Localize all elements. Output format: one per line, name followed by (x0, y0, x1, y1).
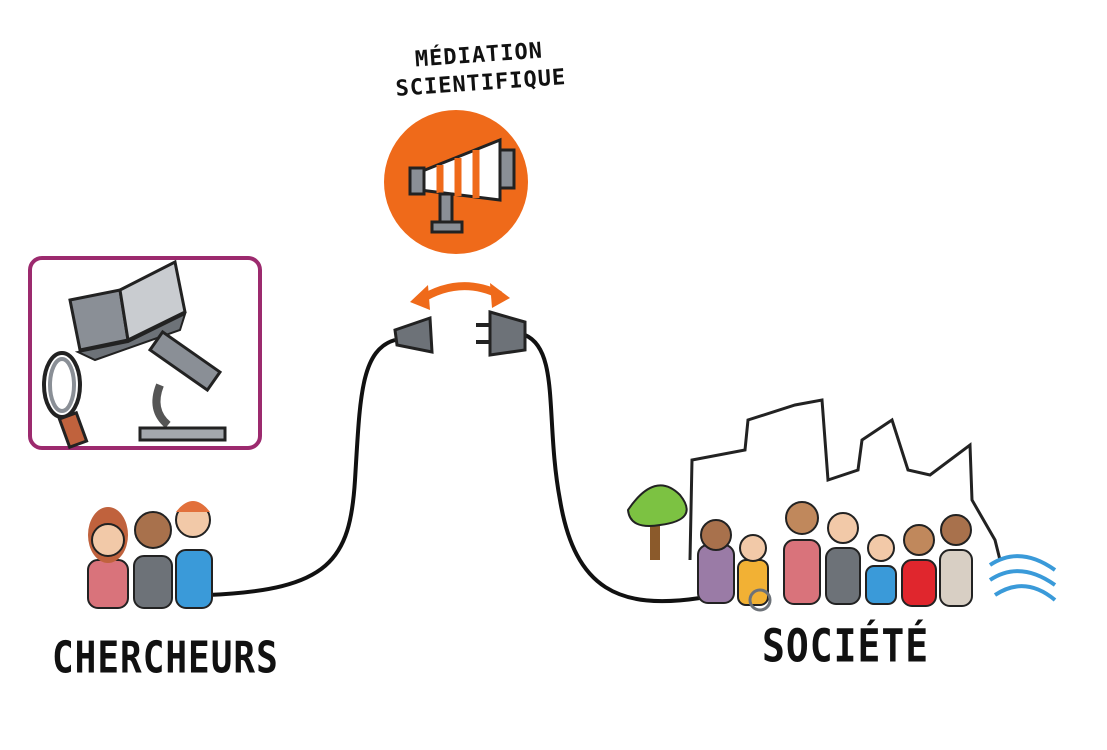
tree-icon (626, 484, 688, 560)
megaphone-icon (384, 110, 528, 254)
plug-socket-icon (393, 315, 434, 354)
society-group (697, 501, 973, 612)
bidirectional-arrow-icon (417, 282, 502, 304)
waves-icon (988, 554, 1057, 602)
cable (207, 338, 396, 597)
plug-icon (476, 310, 527, 357)
microscope-icon (138, 329, 227, 442)
society-label: SOCIÉTÉ (762, 619, 930, 673)
researchers-group (87, 501, 213, 609)
book-icon (68, 259, 187, 362)
city-skyline (688, 398, 1002, 561)
researchers-label: CHERCHEURS (52, 633, 279, 684)
research-tools-box (28, 256, 262, 450)
magnifier-icon (42, 351, 89, 450)
